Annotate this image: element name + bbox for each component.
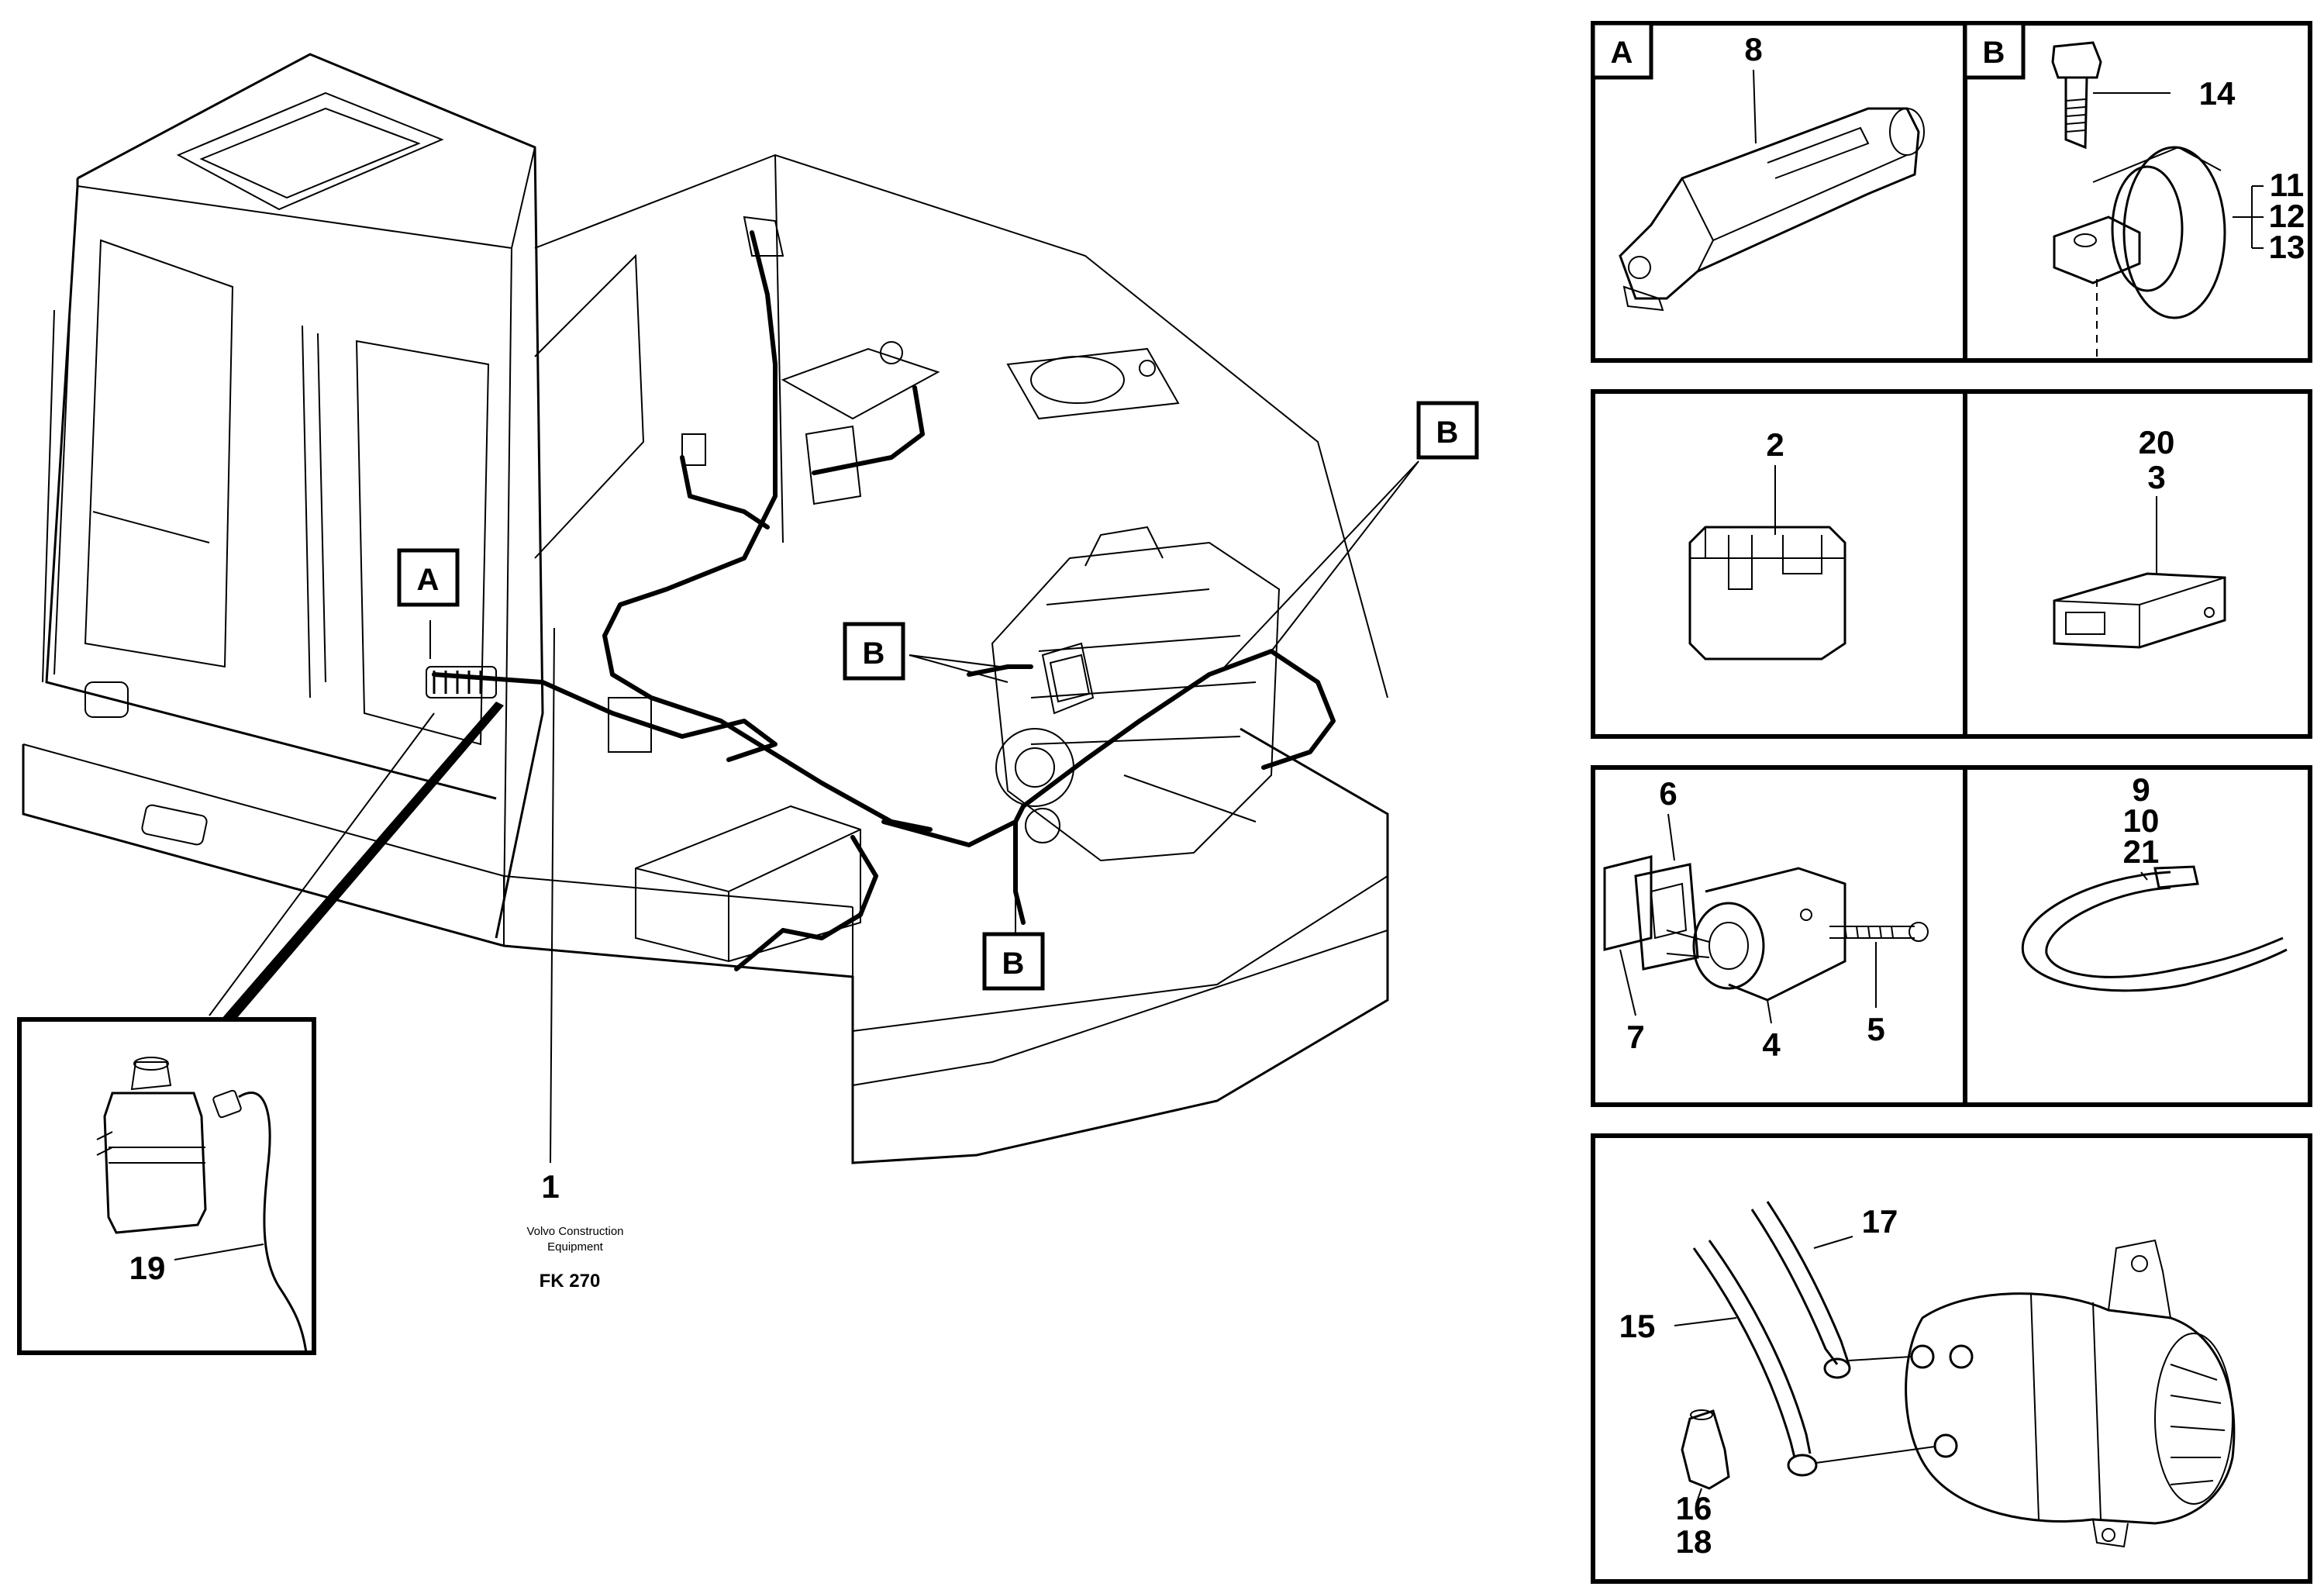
callout-b-top: B [1416,401,1479,460]
wiring-harness [432,230,1336,971]
label-9: 9 [2132,771,2150,808]
label-10: 10 [2123,802,2160,839]
excavator-overview [22,53,1389,1164]
caption-line-2: Equipment [547,1240,604,1254]
detail-panel-alternator: 17 15 16 18 [1591,1133,2312,1584]
diagram-caption: Volvo Construction Equipment FK 270 [526,1225,623,1292]
detail-panel-b: B 14 11 12 13 [1963,21,2312,363]
label-3: 3 [2147,459,2165,495]
label-13: 13 [2269,229,2305,265]
svg-text:B: B [863,636,885,671]
leader-lines [209,460,1419,1164]
label-17: 17 [1862,1203,1898,1240]
label-20: 20 [2139,424,2175,460]
label-7: 7 [1626,1019,1644,1055]
label-21: 21 [2123,833,2160,870]
svg-text:B: B [1436,416,1459,450]
inset-washer-reservoir: 19 [17,1017,316,1355]
callout-b-bottom: B [982,932,1045,991]
label-6: 6 [1659,775,1677,812]
callout-a: A [397,548,460,607]
label-12: 12 [2269,198,2305,234]
label-2: 2 [1766,426,1784,463]
connector-a-location [426,666,497,698]
detail-b-tag: B [1983,36,2005,70]
label-1: 1 [541,1168,559,1205]
label-15: 15 [1619,1308,1656,1344]
detail-panel-switch: 6 7 4 5 [1591,765,1967,1107]
label-4: 4 [1762,1026,1781,1063]
caption-line-1: Volvo Construction [526,1225,623,1238]
svg-text:B: B [1002,947,1025,981]
detail-a-tag: A [1611,36,1633,70]
label-18: 18 [1676,1523,1712,1560]
detail-panel-connector: 20 3 [1963,389,2312,739]
callout-b-mid: B [843,622,905,681]
label-14: 14 [2199,75,2236,112]
detail-panel-a: A 8 [1591,21,1967,363]
svg-text:A: A [417,563,440,597]
label-8: 8 [1744,31,1762,67]
detail-panel-relay: 2 [1591,389,1967,739]
label-5: 5 [1867,1011,1884,1047]
label-11: 11 [2270,167,2304,203]
label-19: 19 [129,1250,166,1286]
label-16: 16 [1676,1490,1712,1526]
figure-code: FK 270 [540,1271,601,1292]
detail-panel-cable-tie: 9 10 21 [1963,765,2312,1107]
